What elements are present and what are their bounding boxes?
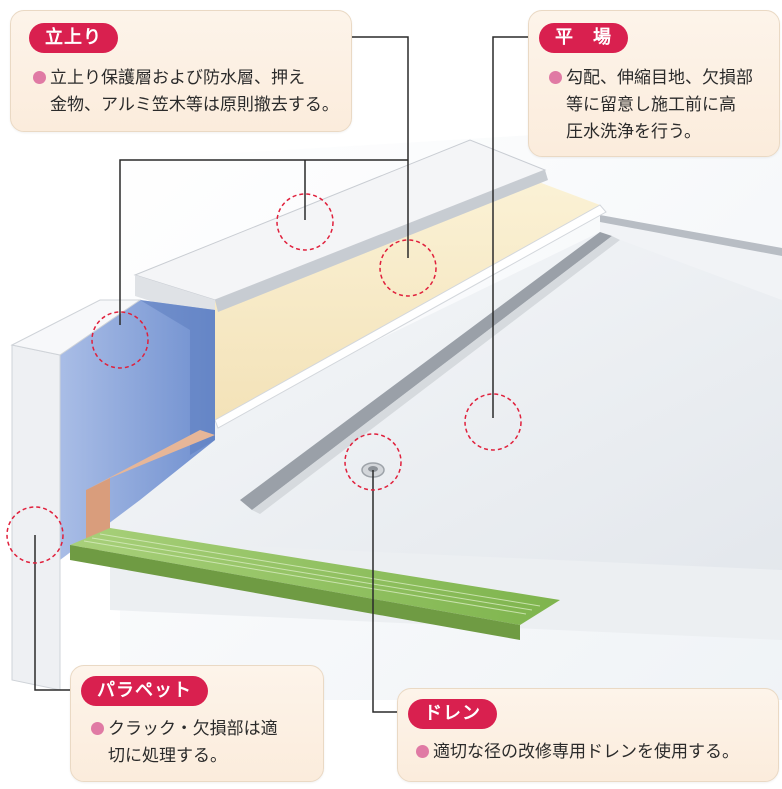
desc-hiraba: 勾配、伸縮目地、欠損部 等に留意し施工前に高 圧水洗浄を行う。 [549,65,753,146]
callout-parapet: パラペット クラック・欠損部は適 切に処理する。 [70,665,324,782]
desc-hiraba-line2: 等に留意し施工前に高 [566,95,736,115]
drain-gutter-lip [70,545,520,640]
bullet-icon [33,71,46,84]
back-wall [600,215,782,300]
marker-drain [344,433,402,491]
marker-parapet-base [6,506,64,564]
marker-coping [276,193,334,251]
back-wall-edge [600,215,782,256]
parapet-end-top [10,299,142,356]
expansion-joint [240,232,612,510]
drain-hole-inner [368,466,378,472]
tag-parapet-label: パラペット [97,680,192,701]
callout-hiraba: 平 場 勾配、伸縮目地、欠損部 等に留意し施工前に高 圧水洗浄を行う。 [528,10,780,157]
desc-drain: 適切な径の改修専用ドレンを使用する。 [416,739,739,766]
insulation-strip [215,175,600,420]
tag-tachiagari: 立上り [29,23,118,53]
desc-drain-line1: 適切な径の改修専用ドレンを使用する。 [416,739,739,766]
bullet-icon [416,745,429,758]
tag-tachiagari-label: 立上り [45,27,102,48]
expansion-joint-shadow [252,236,620,514]
tag-parapet: パラペット [81,676,208,706]
desc-tachiagari: 立上り保護層および防水層、押え 金物、アルミ笠木等は原則撤去する。 [33,65,339,119]
marker-circles [6,193,522,564]
desc-hiraba-line3: 圧水洗浄を行う。 [566,122,701,142]
desc-tachiagari-line1: 立上り保護層および防水層、押え [33,65,339,92]
tag-hiraba: 平 場 [539,23,628,53]
parapet-end [11,344,61,691]
desc-parapet-line1: クラック・欠損部は適 [91,716,278,743]
leader-hiraba [492,36,540,418]
desc-parapet: クラック・欠損部は適 切に処理する。 [91,716,278,770]
inner-board [214,204,607,429]
callout-tachiagari: 立上り 立上り保護層および防水層、押え 金物、アルミ笠木等は原則撤去する。 [10,10,352,132]
tag-drain-label: ドレン [424,703,481,724]
desc-parapet-line2: 切に処理する。 [108,746,227,766]
drain-gutter [70,528,560,625]
desc-hiraba-line1: 勾配、伸縮目地、欠損部 [549,65,753,92]
marker-slab [464,393,522,451]
parapet-waterproof-side [140,300,215,455]
leader-parapet [34,535,80,691]
bullet-icon [91,722,104,735]
callout-drain: ドレン 適切な径の改修専用ドレンを使用する。 [397,688,779,782]
gutter-hatching [83,533,541,615]
marker-insulation [379,239,437,297]
marker-parapet-top [91,311,149,369]
coping-underside [215,170,548,312]
leader-tachiagari-branch [119,159,408,325]
tag-drain: ドレン [408,699,497,729]
tag-hiraba-label: 平 場 [555,27,612,48]
bullet-icon [549,71,562,84]
desc-tachiagari-line2: 金物、アルミ笠木等は原則撤去する。 [50,95,339,115]
brick-strip-top [86,430,215,490]
